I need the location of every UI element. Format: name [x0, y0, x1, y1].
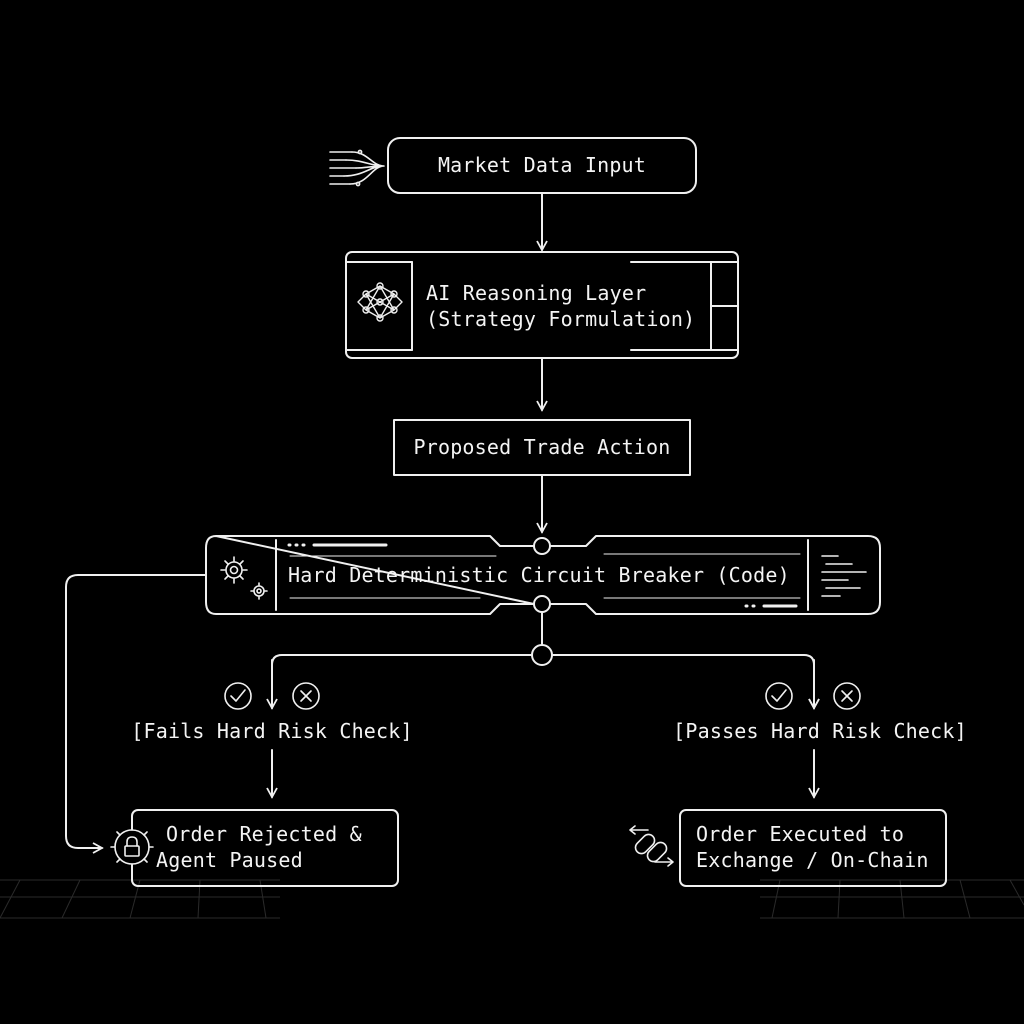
rejected-label-1: Order Rejected &: [166, 822, 362, 846]
lock-gear-icon: [110, 825, 154, 869]
rejected-label-2: Agent Paused: [156, 848, 303, 872]
ai-reasoning-label-2: (Strategy Formulation): [426, 307, 696, 331]
ai-reasoning-label-1: AI Reasoning Layer: [426, 281, 647, 305]
split-node: [531, 644, 553, 666]
executed-label-1: Order Executed to: [696, 822, 905, 846]
gears-icon: [220, 556, 268, 600]
data-stream-icon: [329, 149, 385, 187]
pass-branch-label: [Passes Hard Risk Check]: [673, 719, 967, 743]
market-data-label: Market Data Input: [437, 153, 647, 177]
neural-network-icon: [357, 282, 403, 322]
check-icon: [765, 682, 793, 710]
x-icon: [833, 682, 861, 710]
chain-link-icon: [629, 825, 674, 867]
fail-branch-label: [Fails Hard Risk Check]: [131, 719, 413, 743]
executed-label-2: Exchange / On-Chain: [696, 848, 929, 872]
ai-reasoning-node: [345, 251, 739, 359]
executed-node: [679, 809, 947, 887]
x-icon: [292, 682, 320, 710]
check-icon: [224, 682, 252, 710]
code-lines-icon: [821, 555, 867, 597]
arrow-breaker-to-rejected: [65, 574, 207, 854]
circuit-breaker-label: Hard Deterministic Circuit Breaker (Code…: [288, 563, 790, 587]
proposed-trade-label: Proposed Trade Action: [413, 435, 671, 459]
